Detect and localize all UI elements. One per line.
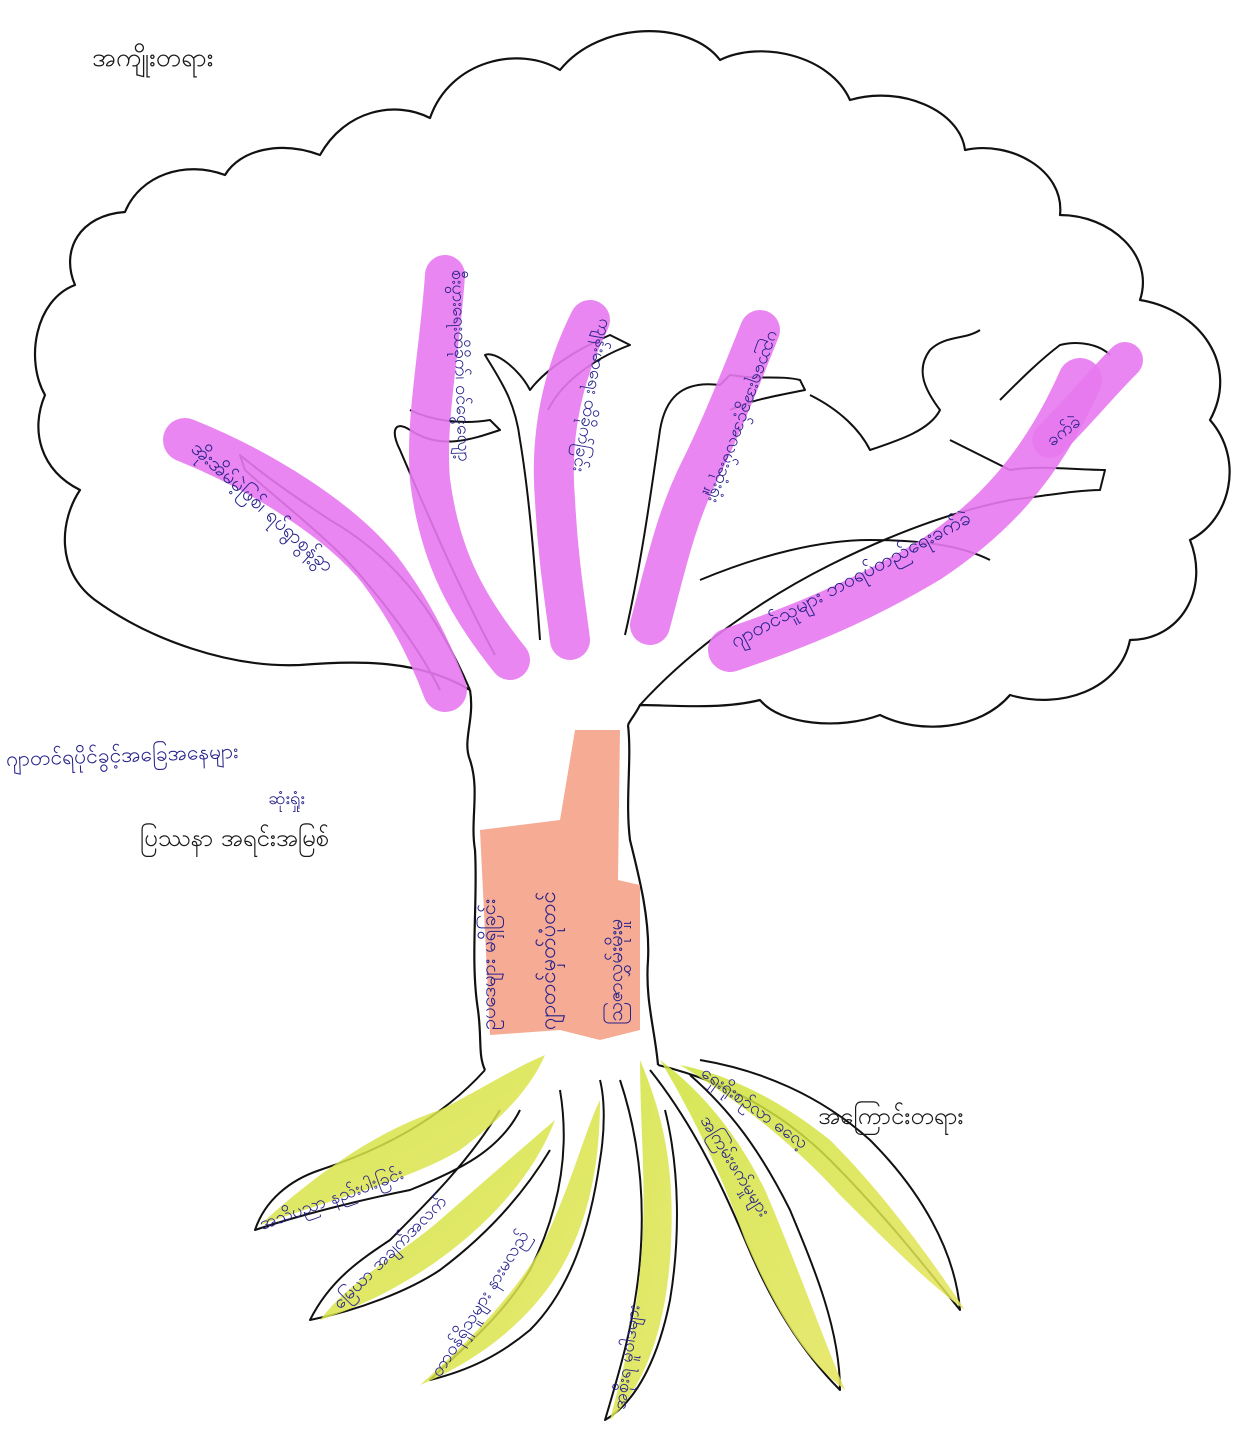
branch-texts: အိုးအိမ်မဲ့ဖြစ်၊ ရပ်ရွာစွန့်ခွာ စီးပွားရ… xyxy=(184,269,1085,656)
branch-highlights xyxy=(185,275,1125,690)
branch-highlight-3 xyxy=(554,320,590,640)
branch-text-5: ဂျာတင်သူများ ဘဝရပ်တည်ရေးခက်ခဲ xyxy=(726,505,976,656)
core-problem-line-2: ဆုံးရှုံး xyxy=(268,786,305,813)
branch-highlight-4 xyxy=(650,330,760,625)
core-problem-line-3: ပြဿနာ အရင်းအမြစ် xyxy=(140,822,329,858)
effects-label: အကျိုးတရား xyxy=(92,40,213,79)
trunk-text-3: သြဇာလွှမ်းမိုးမှု xyxy=(603,919,631,1025)
trunk-text-1: ဥပဒေများ မရှိခြင်း xyxy=(476,899,504,1030)
causes-label: အကြောင်းတရား xyxy=(818,1100,963,1136)
